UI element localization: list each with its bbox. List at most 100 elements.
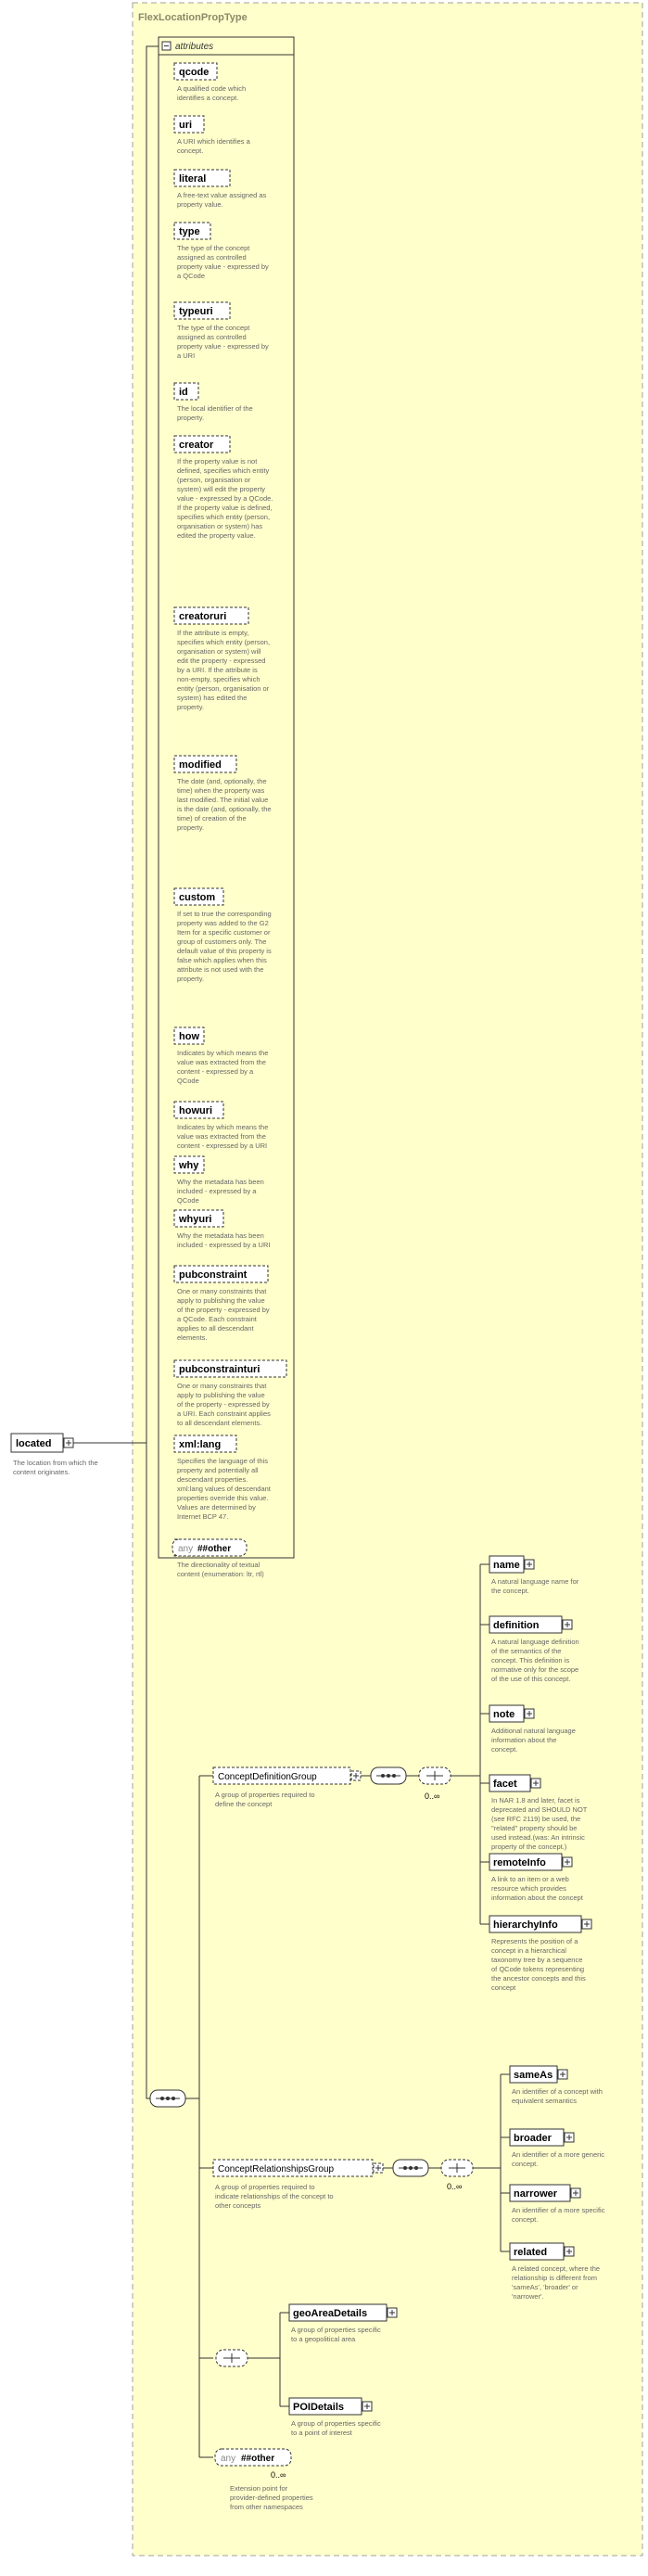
group-concept-relationships[interactable]: ConceptRelationshipsGroup [212, 2159, 384, 2177]
svg-text:id: id [179, 387, 188, 398]
svg-text:qcode: qcode [179, 67, 209, 78]
attribute-xml-lang[interactable]: xml:lang [173, 1435, 237, 1453]
svg-text:creator: creator [179, 440, 214, 451]
attribute-typeuri[interactable]: typeuri [173, 301, 231, 320]
svg-text:POIDetails: POIDetails [293, 2402, 344, 2413]
svg-text:howuri: howuri [179, 1105, 212, 1116]
element-note[interactable]: note [489, 1704, 535, 1723]
svg-text:custom: custom [179, 892, 215, 903]
svg-text:typeuri: typeuri [179, 306, 213, 317]
attribute-pubconstraint[interactable]: pubconstraint [173, 1265, 269, 1283]
element-narrower[interactable]: narrower [509, 2184, 581, 2202]
svg-text:whyuri: whyuri [178, 1214, 211, 1225]
svg-text:any: any [221, 2454, 235, 2464]
svg-text:remoteInfo: remoteInfo [493, 1857, 546, 1868]
svg-text:creatoruri: creatoruri [179, 611, 226, 622]
svg-text:any: any [178, 1544, 193, 1554]
group-concept-definition[interactable]: ConceptDefinitionGroup [212, 1766, 362, 1785]
element-related[interactable]: related [509, 2242, 575, 2261]
type-title: FlexLocationPropType [138, 12, 248, 23]
element-broader[interactable]: broader [509, 2128, 575, 2147]
group-choice-compositor [440, 2159, 474, 2177]
svg-text:pubconstrainturi: pubconstrainturi [179, 1364, 260, 1375]
svg-text:definition: definition [493, 1620, 540, 1631]
any-other-element[interactable]: any ##other [214, 2448, 292, 2467]
attribute-pubconstrainturi[interactable]: pubconstrainturi [173, 1359, 287, 1378]
element-definition[interactable]: definition [489, 1615, 573, 1634]
attribute-custom[interactable]: custom [173, 887, 224, 906]
element-name[interactable]: name [489, 1555, 535, 1574]
svg-text:pubconstraint: pubconstraint [179, 1269, 248, 1281]
group-sequence-compositor [392, 2159, 429, 2177]
svg-text:broader: broader [514, 2133, 553, 2144]
svg-text:##other: ##other [241, 2454, 274, 2464]
choice-compositor [215, 2349, 248, 2367]
root-element-located[interactable]: located [10, 1433, 74, 1453]
element-sameAs[interactable]: sameAs [509, 2065, 568, 2084]
svg-text:hierarchyInfo: hierarchyInfo [493, 1919, 558, 1931]
svg-text:ConceptRelationshipsGroup: ConceptRelationshipsGroup [218, 2164, 335, 2174]
attribute-creator[interactable]: creator [173, 435, 231, 453]
attribute-uri[interactable]: uri [173, 115, 205, 134]
attribute-id[interactable]: id [173, 382, 199, 401]
attributes-header: attributes [175, 42, 213, 52]
svg-text:##other: ##other [197, 1544, 231, 1554]
attribute-modified[interactable]: modified [173, 755, 237, 773]
attribute-why[interactable]: why [173, 1155, 205, 1174]
element-POIDetails[interactable]: POIDetails [288, 2397, 373, 2416]
attribute-any-other[interactable]: any ##other [172, 1538, 248, 1557]
element-hierarchyInfo[interactable]: hierarchyInfo [489, 1915, 592, 1933]
attribute-how[interactable]: how [173, 1027, 205, 1045]
element-facet[interactable]: facet [489, 1774, 541, 1792]
sequence-compositor [149, 2089, 186, 2108]
svg-text:facet: facet [493, 1779, 517, 1790]
element-remoteInfo[interactable]: remoteInfo [489, 1853, 573, 1871]
attribute-creatoruri[interactable]: creatoruri [173, 606, 249, 625]
attribute-literal[interactable]: literal [173, 169, 231, 187]
attribute-type[interactable]: type [173, 222, 211, 240]
attribute-desc: If the attribute is empty,specifies whic… [177, 629, 270, 711]
attribute-qcode[interactable]: qcode [173, 62, 218, 81]
attribute-whyuri[interactable]: whyuri [173, 1209, 224, 1228]
group-occurrence: 0..∞ [425, 1792, 439, 1801]
svg-text:name: name [493, 1560, 520, 1571]
svg-text:why: why [178, 1160, 199, 1171]
group-sequence-compositor [370, 1766, 407, 1785]
svg-text:geoAreaDetails: geoAreaDetails [293, 2308, 367, 2319]
svg-text:xml:lang: xml:lang [179, 1439, 221, 1450]
svg-text:note: note [493, 1709, 515, 1720]
group-occurrence: 0..∞ [447, 2182, 462, 2191]
attribute-howuri[interactable]: howuri [173, 1101, 224, 1119]
element-geoAreaDetails[interactable]: geoAreaDetails [288, 2303, 398, 2322]
svg-text:narrower: narrower [514, 2188, 558, 2200]
svg-text:uri: uri [179, 120, 192, 131]
